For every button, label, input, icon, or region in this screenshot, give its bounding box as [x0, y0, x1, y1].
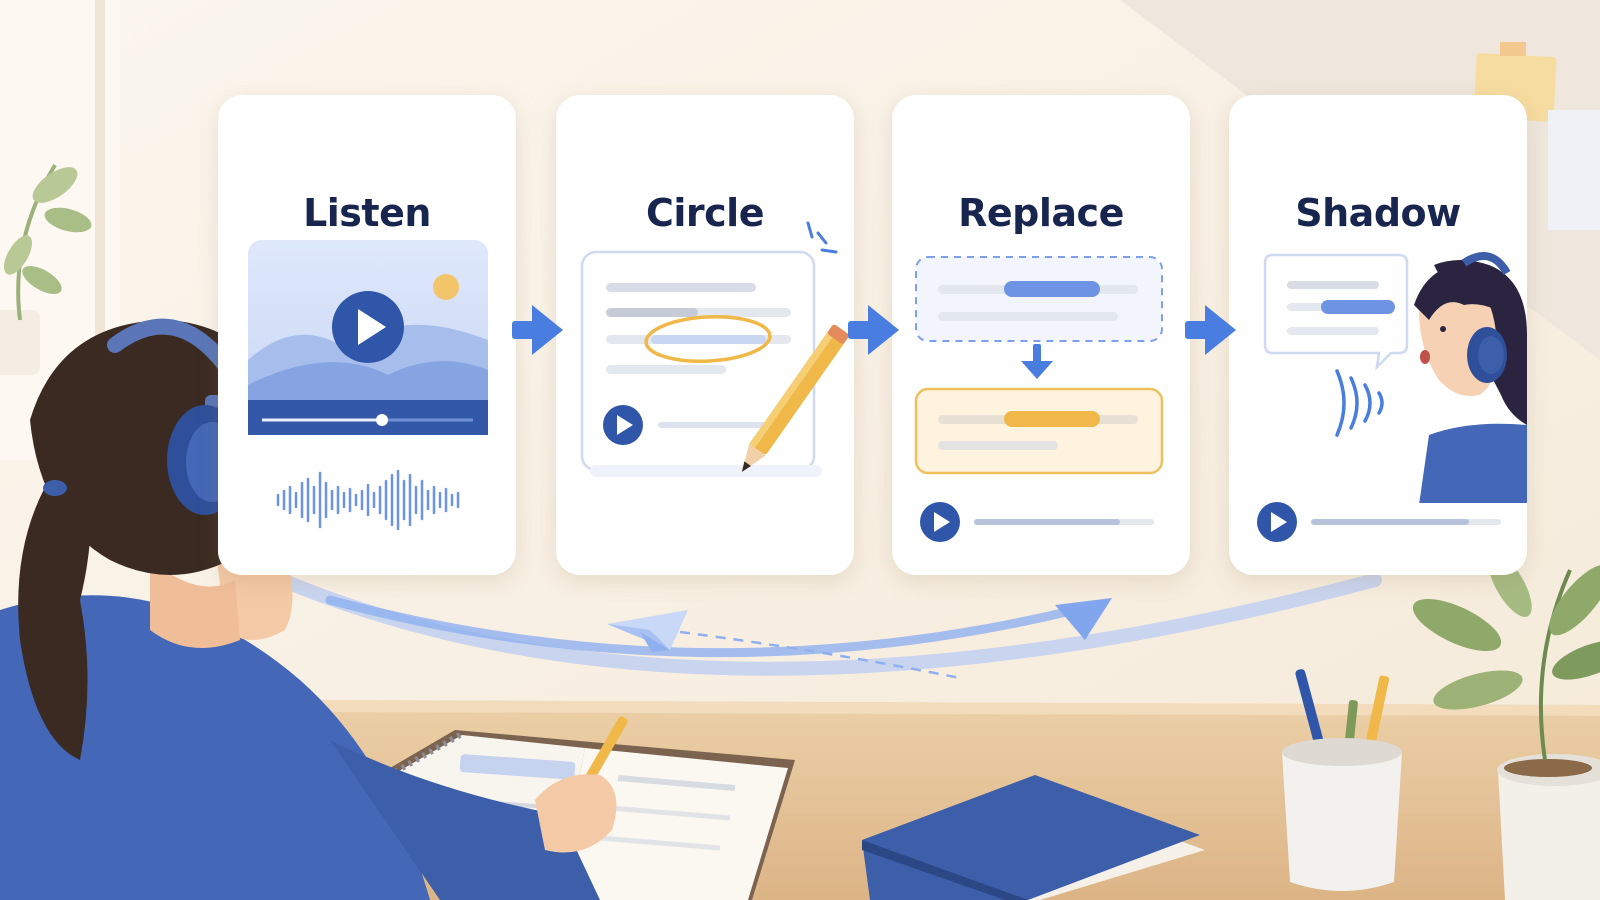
step-card-replace[interactable]: Replace — [892, 95, 1190, 575]
step-title-replace: Replace — [958, 191, 1124, 235]
replace-illustration — [914, 256, 1164, 542]
circle-illustration — [580, 221, 849, 477]
plant-left — [0, 163, 92, 375]
book — [862, 775, 1205, 900]
circled-phrase — [644, 315, 772, 363]
shadow-illustration — [1257, 251, 1527, 542]
pencil-icon — [741, 324, 849, 472]
headphones-icon — [107, 318, 233, 373]
cycle-arrow-forward — [325, 595, 1080, 658]
dashed-trail — [679, 630, 961, 680]
sound-wave-icon — [1335, 369, 1384, 437]
step-card-shadow[interactable]: Shadow — [1229, 95, 1527, 575]
step-card-circle[interactable]: Circle — [556, 95, 854, 575]
arrow-down-icon — [1021, 344, 1053, 379]
arrow-head-icon — [1055, 598, 1112, 640]
replacement-phrase-box — [914, 387, 1164, 475]
step-title-circle: Circle — [646, 191, 764, 235]
step-card-listen[interactable]: Listen — [218, 95, 516, 575]
paper-plane-icon — [607, 610, 688, 652]
step-title-shadow: Shadow — [1295, 191, 1461, 235]
plant-right — [1412, 553, 1600, 900]
original-phrase-box — [915, 256, 1163, 342]
pencil-cup — [1282, 669, 1402, 891]
learner — [0, 318, 617, 900]
listen-illustration — [248, 240, 488, 531]
speaker — [1414, 251, 1527, 503]
paper-note — [1548, 110, 1600, 230]
sparkle-icon — [806, 221, 838, 254]
step-title-listen: Listen — [303, 191, 431, 235]
sound-wave-icon — [276, 469, 460, 531]
